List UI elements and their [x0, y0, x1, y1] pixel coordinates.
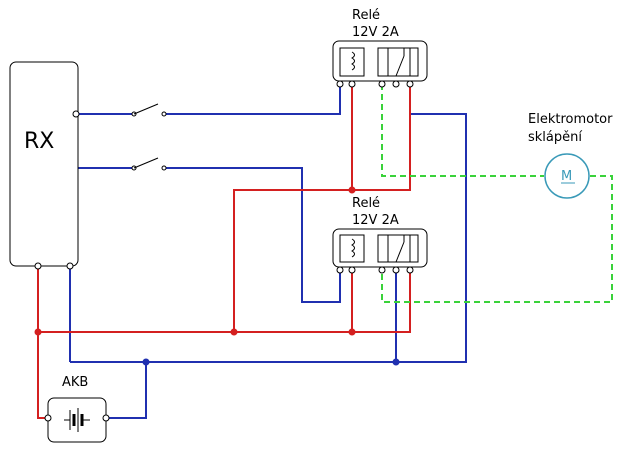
- junction-dot: [348, 186, 356, 194]
- motor-wires: [381, 84, 613, 303]
- junction-dot: [348, 328, 356, 336]
- coil-icon: [339, 47, 365, 77]
- rx-label: RX: [24, 129, 54, 154]
- battery-box: [47, 397, 107, 443]
- battery-label: AKB: [62, 375, 88, 390]
- relay-top-box: [332, 40, 428, 82]
- junction-dot: [34, 328, 42, 336]
- switch-2: [131, 157, 167, 171]
- relay-bottom: Relé 12V 2A: [332, 196, 428, 274]
- rx-terminal: [34, 262, 42, 270]
- positive-wires: [37, 84, 411, 419]
- relay-bottom-label-2: 12V 2A: [352, 213, 399, 228]
- junction-dot: [142, 358, 150, 366]
- relay-top: Relé 12V 2A: [332, 8, 428, 88]
- contact-icon: [377, 47, 419, 77]
- motor-label-2: sklápění: [528, 130, 582, 145]
- motor-label-1: Elektromotor: [528, 112, 613, 127]
- rx-terminal: [66, 262, 74, 270]
- motor-symbol: M: [561, 169, 572, 184]
- rx-receiver: RX: [9, 61, 80, 270]
- junction-dot: [230, 328, 238, 336]
- motor: Elektromotor sklápění M: [528, 112, 613, 199]
- rx-terminal: [72, 110, 80, 118]
- coil-icon: [339, 234, 365, 263]
- relay-top-label-2: 12V 2A: [352, 25, 399, 40]
- rx-box: [9, 61, 79, 267]
- battery: AKB: [44, 375, 110, 443]
- junction-dot: [392, 358, 400, 366]
- switch-1: [131, 103, 167, 117]
- contact-icon: [377, 234, 419, 263]
- battery-icon: [64, 408, 90, 432]
- relay-top-label-1: Relé: [352, 8, 380, 23]
- relay-bottom-label-1: Relé: [352, 196, 380, 211]
- motor-icon: [544, 153, 590, 199]
